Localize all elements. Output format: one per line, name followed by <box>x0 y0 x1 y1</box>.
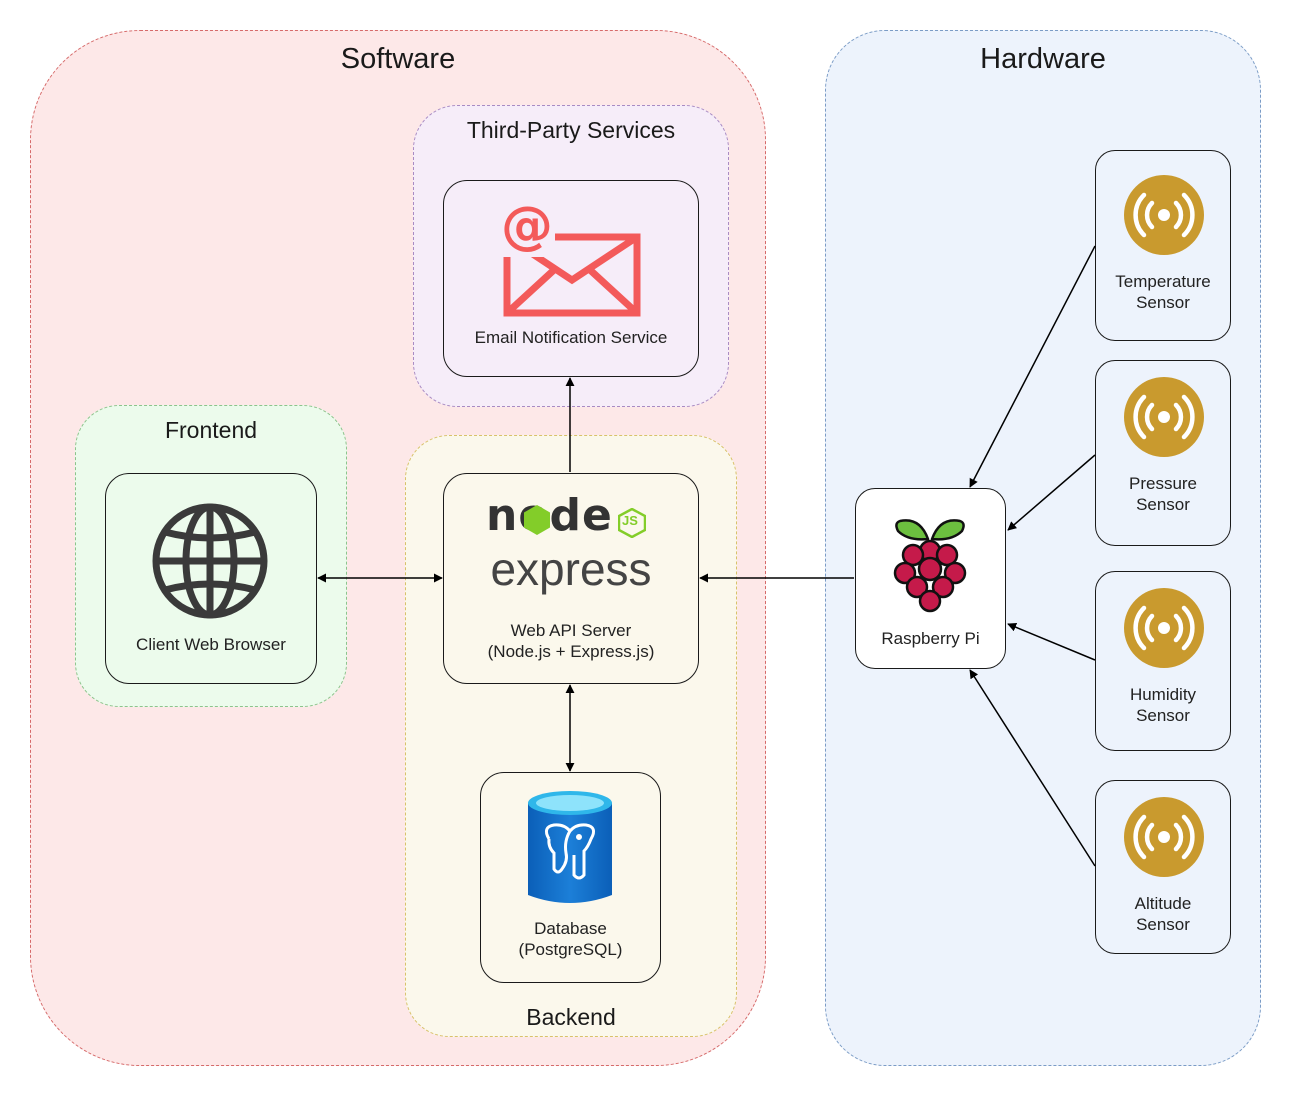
temperature-sensor-node[interactable]: Temperature Sensor <box>1095 150 1231 341</box>
postgresql-database-icon <box>528 791 612 903</box>
js-badge-icon <box>618 508 646 538</box>
sensor-signal-icon <box>1124 588 1204 668</box>
humidity-sensor-label-line1: Humidity <box>1129 685 1197 704</box>
web-api-server-node[interactable]: node JS express Web API Server (Node.js … <box>443 473 699 684</box>
raspberry-pi-label: Raspberry Pi <box>881 629 980 648</box>
software-group-title: Software <box>340 43 456 75</box>
temperature-sensor-label-line1: Temperature <box>1115 272 1211 291</box>
raspberry-pi-node[interactable]: Raspberry Pi <box>855 488 1006 669</box>
sensor-signal-icon <box>1124 797 1204 877</box>
edge-pressure-raspberry <box>1007 454 1096 531</box>
frontend-group-title: Frontend <box>164 417 258 443</box>
client-browser-label: Client Web Browser <box>136 635 286 654</box>
pressure-sensor-label-line2: Sensor <box>1136 495 1190 514</box>
globe-icon <box>152 503 268 619</box>
pressure-sensor-label-line1: Pressure <box>1128 474 1198 493</box>
edge-altitude-raspberry <box>969 669 1096 867</box>
humidity-sensor-node[interactable]: Humidity Sensor <box>1095 571 1231 751</box>
hardware-group-title: Hardware <box>980 43 1106 75</box>
pressure-sensor-node[interactable]: Pressure Sensor <box>1095 360 1231 546</box>
backend-group-title: Backend <box>526 1004 616 1030</box>
database-node[interactable]: Database (PostgreSQL) <box>480 772 661 983</box>
email-at-envelope-icon: @ <box>501 197 641 317</box>
sensor-signal-icon <box>1124 175 1204 255</box>
database-label-line1: Database <box>534 919 607 938</box>
web-api-label-line1: Web API Server <box>510 621 632 640</box>
edge-humidity-raspberry <box>1007 622 1096 661</box>
humidity-sensor-label-line2: Sensor <box>1136 706 1190 725</box>
altitude-sensor-label-line2: Sensor <box>1136 915 1190 934</box>
altitude-sensor-label-line1: Altitude <box>1134 894 1192 913</box>
nodejs-logo: node JS <box>486 490 666 546</box>
altitude-sensor-node[interactable]: Altitude Sensor <box>1095 780 1231 954</box>
edge-temperature-raspberry <box>969 245 1096 488</box>
web-api-label-line2: (Node.js + Express.js) <box>487 642 655 661</box>
nodejs-hexagon-icon <box>524 505 550 535</box>
js-badge-label: JS <box>622 513 638 528</box>
email-service-label: Email Notification Service <box>474 328 668 347</box>
client-browser-node[interactable]: Client Web Browser <box>105 473 317 684</box>
sensor-signal-icon <box>1124 377 1204 457</box>
email-service-node[interactable]: @ Email Notification Service <box>443 180 699 377</box>
temperature-sensor-label-line2: Sensor <box>1136 293 1190 312</box>
database-label-line2: (PostgreSQL) <box>518 940 623 959</box>
svg-text:@: @ <box>501 197 553 256</box>
third-party-group-title: Third-Party Services <box>466 117 676 143</box>
express-logo-text: express <box>490 543 652 595</box>
raspberry-pi-icon <box>893 519 967 613</box>
